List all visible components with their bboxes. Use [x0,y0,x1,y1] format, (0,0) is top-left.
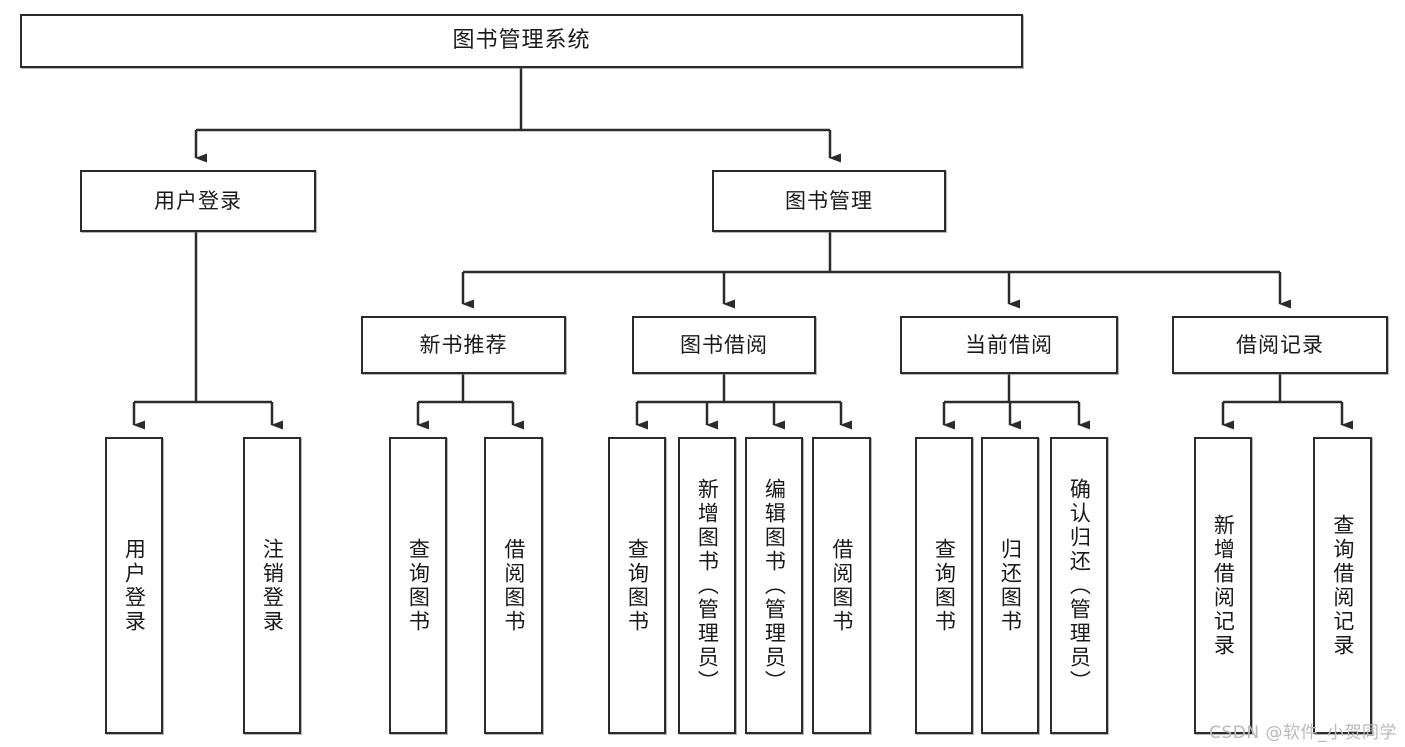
leaf-label: 借阅图书 [501,537,526,634]
leaf-label: 查询图书 [406,537,431,634]
leaf-label: 注销登录 [260,537,285,634]
leaf-node[interactable]: 注销登录 [243,437,301,734]
user-login-to-leaves-connectors [132,232,283,430]
leaf-label: 查询图书 [625,537,650,634]
leaf-node[interactable]: 新增借阅记录 [1194,437,1252,734]
node-root-label: 图书管理系统 [452,28,591,54]
node-borrow-record-label: 借阅记录 [1236,332,1324,357]
node-new-book-recommend[interactable]: 新书推荐 [361,316,566,374]
leaf-node[interactable]: 归还图书 [981,437,1039,734]
leaf-label: 归还图书 [998,537,1023,634]
leaf-node[interactable]: 查询图书 [608,437,666,734]
node-book-management-label: 图书管理 [785,188,873,213]
leaf-label: 用户登录 [122,537,147,634]
node-user-login-label: 用户登录 [154,188,242,213]
leaf-node[interactable]: 借阅图书 [812,437,871,734]
leaf-node[interactable]: 新增图书（管理员） [678,437,736,734]
leaf-label: 查询借阅记录 [1330,513,1355,658]
leaf-label: 新增借阅记录 [1211,513,1236,658]
node-user-login[interactable]: 用户登录 [80,170,316,232]
leaf-label: 查询图书 [932,537,957,634]
leaf-node[interactable]: 确认归还（管理员） [1050,437,1108,734]
csdn-watermark: CSDN @软件_小贺同学 [1209,723,1397,743]
borrow-record-to-leaves-connectors [1221,374,1353,430]
root-to-level1-connectors [194,68,841,163]
leaf-label: 借阅图书 [829,537,854,634]
leaf-label: 新增图书（管理员） [695,477,720,694]
node-current-borrow-label: 当前借阅 [965,332,1053,357]
leaf-label: 编辑图书（管理员） [762,477,787,694]
node-new-book-recommend-label: 新书推荐 [419,332,508,357]
node-borrow-record[interactable]: 借阅记录 [1172,316,1388,374]
leaf-node[interactable]: 查询图书 [389,437,447,734]
node-book-management[interactable]: 图书管理 [712,170,946,232]
leaf-node[interactable]: 编辑图书（管理员） [745,437,803,734]
book-manage-to-level2-connectors [461,232,1291,309]
node-root-system[interactable]: 图书管理系统 [20,14,1023,68]
leaf-label: 确认归还（管理员） [1067,477,1092,694]
new-book-to-leaves-connectors [416,374,524,430]
node-book-borrow-label: 图书借阅 [680,332,768,357]
leaf-node[interactable]: 查询借阅记录 [1313,437,1372,734]
node-book-borrow[interactable]: 图书借阅 [632,316,816,374]
node-current-borrow[interactable]: 当前借阅 [900,316,1118,374]
book-borrow-to-leaves-connectors [635,374,852,430]
current-borrow-to-leaves-connectors [942,374,1090,430]
leaf-node[interactable]: 查询图书 [915,437,973,734]
leaf-node[interactable]: 借阅图书 [484,437,543,734]
leaf-node[interactable]: 用户登录 [105,437,163,734]
